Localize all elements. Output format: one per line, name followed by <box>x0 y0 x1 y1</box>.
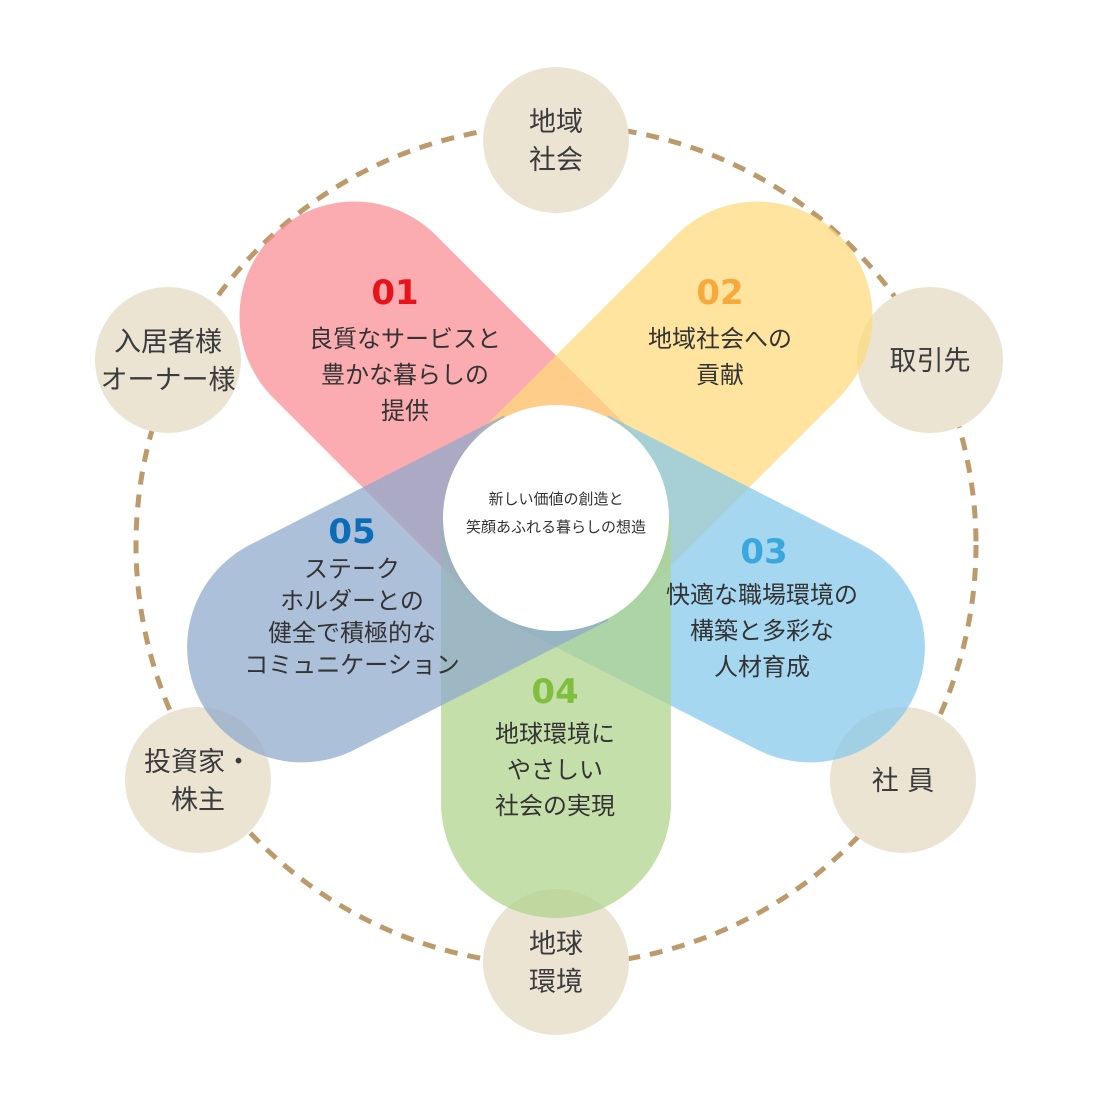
petal-text-03: 快適な職場環境の構築と多彩な人材育成 <box>666 581 858 681</box>
stakeholder-label-line: 地球 <box>529 929 583 960</box>
stakeholder-label-line: 入居者様 <box>114 327 222 358</box>
petal-text-line: 豊かな暮らしの <box>321 361 489 389</box>
petal-text-05: ステークホルダーとの健全で積極的なコミュニケーション <box>244 555 460 679</box>
petal-text-line: 貢献 <box>696 361 744 389</box>
petal-number-03: 03 <box>740 532 787 572</box>
stakeholder-label-line: 株主 <box>171 785 225 816</box>
petal-number-04: 04 <box>531 672 578 712</box>
petal-text-line: 良質なサービスと <box>309 325 501 353</box>
petal-text-01: 良質なサービスと豊かな暮らしの提供 <box>309 325 501 425</box>
stakeholder-residents <box>95 287 241 433</box>
petal-number-02: 02 <box>696 273 743 313</box>
center-text-line: 笑顔あふれる暮らしの想造 <box>466 518 646 536</box>
petal-text-line: 社会の実現 <box>495 792 615 820</box>
stakeholder-label-employees: 社 員 <box>872 766 935 797</box>
petal-number-01: 01 <box>371 273 418 313</box>
center-circle <box>443 405 669 631</box>
stakeholder-label-line: 環境 <box>529 967 583 998</box>
petal-text-02: 地域社会への貢献 <box>648 325 792 389</box>
stakeholder-label-partners: 取引先 <box>890 346 971 377</box>
stakeholder-partners <box>857 287 1003 433</box>
stakeholder-label-line: 投資家・ <box>144 747 252 778</box>
petal-text-line: 提供 <box>381 397 429 425</box>
stakeholder-label-line: 社 員 <box>872 766 935 797</box>
stakeholder-label-line: 社会 <box>529 145 583 176</box>
stakeholder-label-line: 取引先 <box>890 346 971 377</box>
stakeholder-label-community: 地域社会 <box>529 107 583 176</box>
petal-text-line: 地域社会への <box>648 325 792 353</box>
center-text-line: 新しい価値の創造と <box>488 490 623 508</box>
petal-text-line: 健全で積極的な <box>268 619 436 647</box>
petal-text-line: ステーク <box>304 555 400 583</box>
stakeholder-investors <box>125 707 271 853</box>
stakeholder-label-line: 地域 <box>529 107 583 138</box>
stakeholder-label-residents: 入居者様オーナー様 <box>101 327 236 396</box>
stakeholder-label-line: オーナー様 <box>101 365 236 396</box>
stakeholder-community <box>483 67 629 213</box>
petal-texts: 01 良質なサービスと豊かな暮らしの提供 02 地域社会への貢献 03 快適な職場環境の構… <box>244 273 858 820</box>
petal-text-line: ホルダーとの <box>280 587 424 615</box>
stakeholder-label-investors: 投資家・株主 <box>144 747 252 816</box>
center-text: 新しい価値の創造と笑顔あふれる暮らしの想造 <box>466 490 646 536</box>
petal-text-line: 構築と多彩な <box>690 617 834 645</box>
stakeholder-label-environment: 地球環境 <box>529 929 583 998</box>
petal-text-line: 人材育成 <box>714 653 810 681</box>
petal-text-line: やさしい <box>507 756 603 784</box>
petal-number-05: 05 <box>328 512 375 552</box>
petal-text-line: コミュニケーション <box>244 651 460 679</box>
petal-text-line: 地球環境に <box>495 720 615 748</box>
petal-text-line: 快適な職場環境の <box>666 581 858 609</box>
stakeholder-nodes <box>95 67 1003 1035</box>
stakeholder-environment <box>483 889 629 1035</box>
petal-text-04: 地球環境にやさしい社会の実現 <box>495 720 615 820</box>
